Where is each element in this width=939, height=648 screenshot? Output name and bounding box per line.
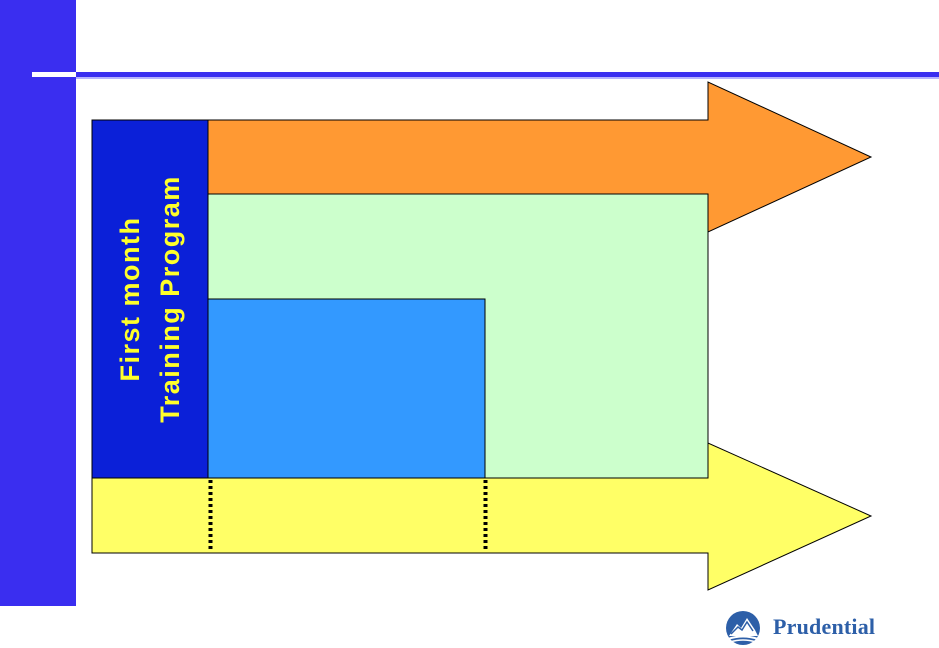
side-label-line1: First month <box>115 216 146 382</box>
header-rule-accent <box>32 72 76 77</box>
sidebar-bar <box>0 0 76 606</box>
side-label: First month Training Program <box>92 120 208 478</box>
label-block <box>91 119 209 479</box>
inner-block <box>207 298 486 479</box>
prudential-logo: Prudential <box>723 608 893 648</box>
header-rule <box>76 72 939 79</box>
side-label-line2: Training Program <box>155 175 186 423</box>
logo-text: Prudential <box>773 614 876 639</box>
rock-of-gibraltar-icon <box>726 611 760 645</box>
